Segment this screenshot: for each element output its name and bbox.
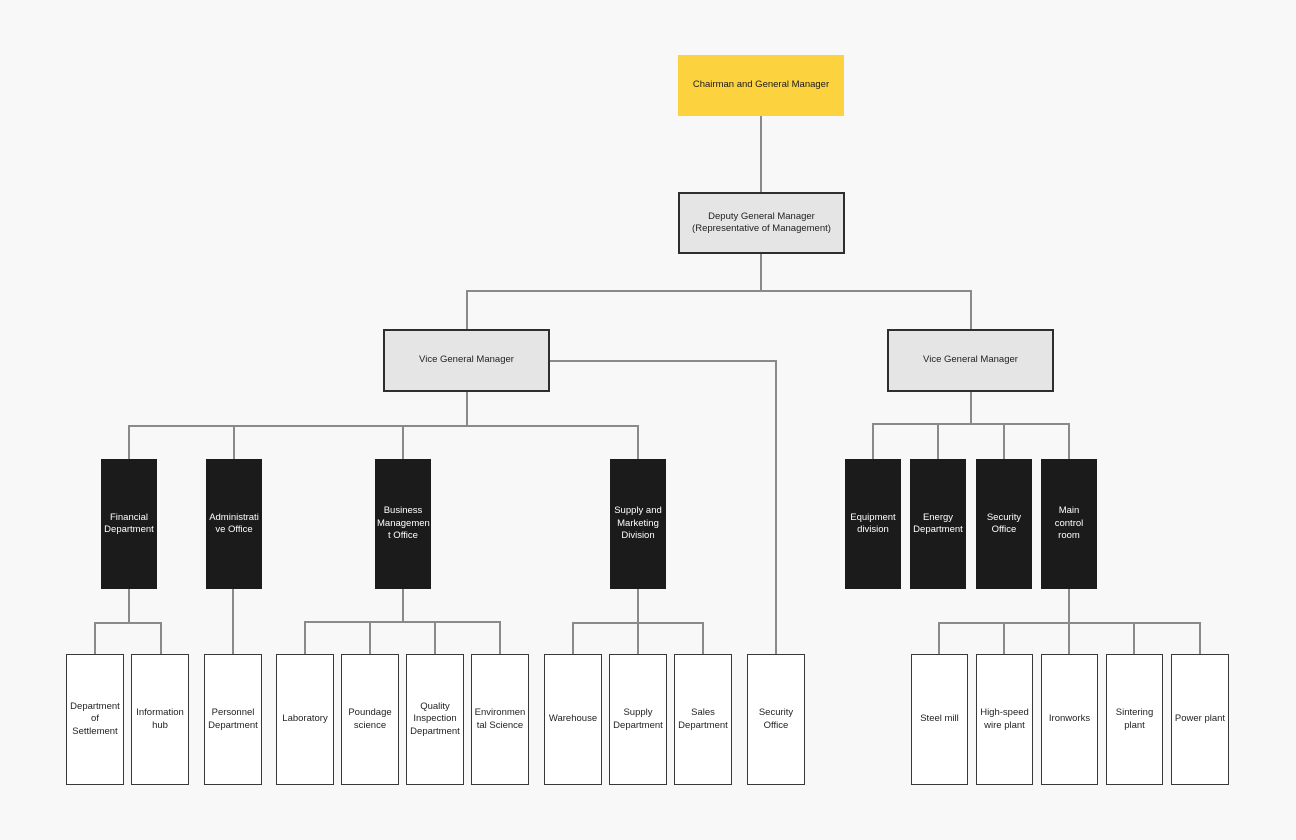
node-label: Vice General Manager xyxy=(419,354,514,366)
connector-line xyxy=(775,360,777,654)
connector-line xyxy=(637,589,639,654)
node-label: Administrati ve Office xyxy=(209,511,259,535)
node-label: Supply and Marketing Division xyxy=(614,505,662,542)
connector-line xyxy=(499,621,501,654)
connector-line xyxy=(1068,423,1070,459)
node-label: Security Office xyxy=(758,707,794,731)
node-main-control-room[interactable]: Main control room xyxy=(1041,459,1097,589)
node-label: Warehouse xyxy=(548,713,598,725)
node-environmental-science[interactable]: Environmen tal Science xyxy=(471,654,529,785)
connector-line xyxy=(466,290,468,329)
node-quality-inspection-department[interactable]: Quality Inspection Department xyxy=(406,654,464,785)
node-high-speed-wire-plant[interactable]: High-speed wire plant xyxy=(976,654,1033,785)
connector-line xyxy=(1068,589,1070,654)
node-information-hub[interactable]: Information hub xyxy=(131,654,189,785)
connector-line xyxy=(304,621,501,623)
connector-line xyxy=(128,589,130,622)
connector-line xyxy=(128,425,639,427)
connector-line xyxy=(1003,622,1005,654)
connector-line xyxy=(160,622,162,654)
node-label: Power plant xyxy=(1174,713,1226,725)
connector-line xyxy=(466,392,468,426)
connector-line xyxy=(434,621,436,654)
node-laboratory[interactable]: Laboratory xyxy=(276,654,334,785)
node-sales-department[interactable]: Sales Department xyxy=(674,654,732,785)
node-label: Supply Department xyxy=(613,707,663,731)
node-vice-general-manager-right[interactable]: Vice General Manager xyxy=(887,329,1054,392)
connector-line xyxy=(369,621,371,654)
connector-line xyxy=(937,423,939,459)
node-label: Ironworks xyxy=(1048,713,1091,725)
node-label: Sintering plant xyxy=(1115,707,1154,731)
node-supply-marketing-division[interactable]: Supply and Marketing Division xyxy=(610,459,666,589)
node-equipment-division[interactable]: Equipment division xyxy=(845,459,901,589)
node-label: Chairman and General Manager xyxy=(692,79,830,91)
connector-line xyxy=(872,423,874,459)
node-label: Steel mill xyxy=(920,713,959,725)
connector-line xyxy=(232,589,234,654)
node-poundage-science[interactable]: Poundage science xyxy=(341,654,399,785)
node-administrative-office[interactable]: Administrati ve Office xyxy=(206,459,262,589)
node-energy-department[interactable]: Energy Department xyxy=(910,459,966,589)
connector-line xyxy=(550,360,777,362)
node-label: Security Office xyxy=(986,511,1022,535)
node-label: Business Managemen t Office xyxy=(377,505,430,542)
connector-line xyxy=(94,622,162,624)
node-label: Department of Settlement xyxy=(70,700,120,737)
node-label: Quality Inspection Department xyxy=(410,700,460,737)
node-label: Financial Department xyxy=(104,511,154,535)
node-label: Information hub xyxy=(136,707,184,731)
connector-line xyxy=(970,392,972,424)
node-supply-department[interactable]: Supply Department xyxy=(609,654,667,785)
connector-line xyxy=(128,425,130,459)
node-label: Sales Department xyxy=(678,707,728,731)
node-sintering-plant[interactable]: Sintering plant xyxy=(1106,654,1163,785)
node-power-plant[interactable]: Power plant xyxy=(1171,654,1229,785)
connector-line xyxy=(304,621,306,654)
node-label: Environmen tal Science xyxy=(474,707,526,731)
node-financial-department[interactable]: Financial Department xyxy=(101,459,157,589)
connector-line xyxy=(233,425,235,459)
connector-line xyxy=(760,116,762,192)
node-label: Vice General Manager xyxy=(923,354,1018,366)
connector-line xyxy=(637,425,639,459)
connector-line xyxy=(938,622,940,654)
connector-line xyxy=(402,425,404,459)
connector-line xyxy=(1199,622,1201,654)
node-label: Equipment division xyxy=(850,511,896,535)
node-security-office-unit[interactable]: Security Office xyxy=(747,654,805,785)
node-deputy-general-manager[interactable]: Deputy General Manager (Representative o… xyxy=(678,192,845,254)
connector-line xyxy=(572,622,704,624)
connector-line xyxy=(872,423,1070,425)
node-label: Laboratory xyxy=(282,713,328,725)
node-warehouse[interactable]: Warehouse xyxy=(544,654,602,785)
connector-line xyxy=(466,290,972,292)
node-label: Personnel Department xyxy=(208,707,258,731)
connector-line xyxy=(1003,423,1005,459)
node-label: Deputy General Manager (Representative o… xyxy=(692,210,831,234)
connector-line xyxy=(1133,622,1135,654)
node-label: Energy Department xyxy=(913,511,963,535)
node-steel-mill[interactable]: Steel mill xyxy=(911,654,968,785)
connector-line xyxy=(970,290,972,329)
node-security-office-department[interactable]: Security Office xyxy=(976,459,1032,589)
node-chairman-general-manager[interactable]: Chairman and General Manager xyxy=(678,55,844,116)
connector-line xyxy=(938,622,1201,624)
connector-line xyxy=(702,622,704,654)
node-department-of-settlement[interactable]: Department of Settlement xyxy=(66,654,124,785)
connector-line xyxy=(402,589,404,621)
node-label: High-speed wire plant xyxy=(980,707,1029,731)
node-business-management-office[interactable]: Business Managemen t Office xyxy=(375,459,431,589)
connector-line xyxy=(760,254,762,291)
node-personnel-department[interactable]: Personnel Department xyxy=(204,654,262,785)
node-ironworks[interactable]: Ironworks xyxy=(1041,654,1098,785)
connector-line xyxy=(572,622,574,654)
node-label: Main control room xyxy=(1054,505,1084,542)
node-vice-general-manager-left[interactable]: Vice General Manager xyxy=(383,329,550,392)
connector-line xyxy=(94,622,96,654)
node-label: Poundage science xyxy=(348,707,392,731)
